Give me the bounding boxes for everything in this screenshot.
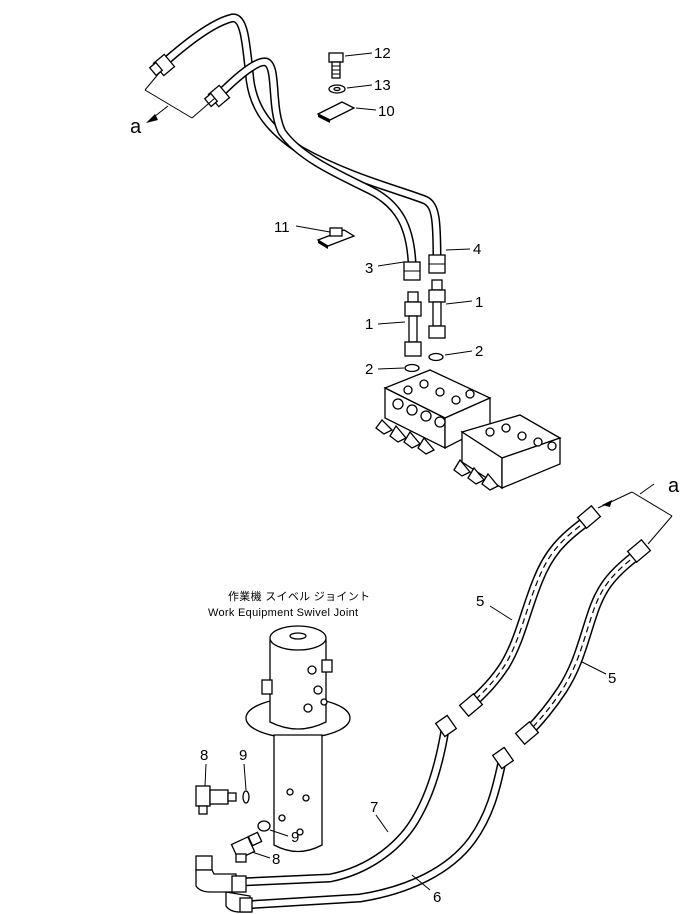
leader-8-upper [204,763,207,787]
callout-7: 7 [370,799,378,816]
adapter-1-left [404,291,422,357]
elbow-8-lower [230,831,263,863]
o-ring-2-right [428,352,444,362]
elbow-8-upper [195,785,237,815]
callout-13: 13 [374,77,391,94]
ref-a-top: a [130,116,142,138]
leader-11 [295,225,331,233]
callout-8-upper: 8 [200,747,208,764]
washer-13 [328,84,346,94]
elbow-tube-7-end [195,855,247,893]
callout-11: 11 [274,219,290,236]
adapter-1-right [428,279,446,339]
leader-9-lower [269,829,289,837]
callout-5-left: 5 [476,593,484,610]
callout-4: 4 [473,241,481,258]
leader-9-upper [243,763,247,791]
leader-1-right [445,300,473,305]
callout-9-upper: 9 [239,747,247,764]
leader-8-lower [251,851,271,859]
hose-5-right [522,548,644,738]
leader-12 [344,52,373,57]
tube-fitting-mid-left [203,84,231,108]
hose-fitting-5-left-bottom [458,692,484,718]
hose-5-left [464,514,594,711]
tube-4 [160,13,442,267]
tube-4-nut [428,254,446,274]
tube-3-nut [403,261,421,281]
leader-3 [377,261,405,267]
tube-fitting-top-left [148,53,176,77]
clamp-10 [316,101,356,123]
callout-2-left: 2 [365,361,373,378]
ref-a-top-marker [144,71,216,123]
hose-fitting-5-right-bottom [514,720,540,746]
callout-6: 6 [433,889,441,906]
leader-10 [355,107,377,111]
bolt-12 [328,52,344,79]
leader-7 [375,814,389,833]
tube-3 [215,57,417,267]
control-valve-front [375,369,492,455]
swivel-caption-jp: 作業機 スイベル ジョイント [228,589,370,603]
leader-13 [346,84,373,89]
callout-12: 12 [374,45,391,62]
leader-2-right [444,350,473,356]
leader-6 [411,874,431,891]
callout-5-right: 5 [608,670,616,687]
leader-1-left [377,321,406,325]
swivel-caption-en: Work Equipment Swivel Joint [208,607,358,619]
control-valve-rear [453,414,562,491]
callout-9-lower: 9 [291,829,299,846]
o-ring-9-upper [242,790,250,804]
leader-5-left [489,605,513,621]
tube-7-fitting [434,714,458,738]
ref-a-right-marker [597,483,673,545]
o-ring-2-left [404,363,420,373]
callout-1-right: 1 [475,294,483,311]
ref-a-right: a [668,475,680,497]
hose-fitting-5-right-top [626,538,652,564]
o-ring-9-lower [257,820,271,832]
leader-2-left [377,367,405,370]
hose-fitting-5-left-top [576,504,602,530]
tube-6 [239,757,507,910]
tube-7 [235,725,450,887]
tube-6-fitting [491,746,515,770]
callout-2-right: 2 [475,343,483,360]
swivel-joint [245,625,351,853]
callout-10: 10 [378,103,395,120]
callout-1-left: 1 [365,316,373,333]
elbow-tube-6-end [225,891,253,913]
leader-5-right [581,661,607,675]
callout-3: 3 [365,260,373,277]
leader-4 [445,248,471,251]
callout-8-lower: 8 [272,851,280,868]
